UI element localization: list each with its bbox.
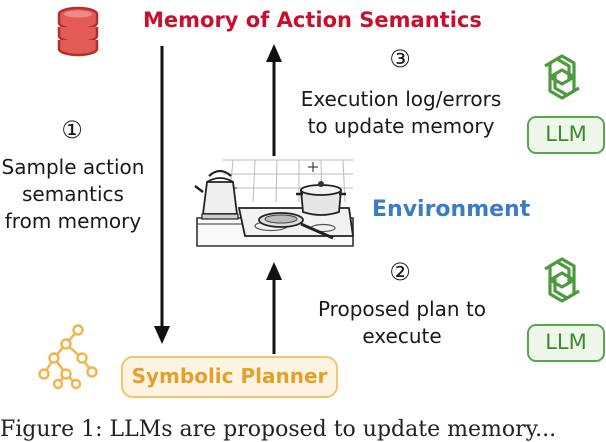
database-icon	[57, 6, 99, 57]
sample-arrow	[154, 46, 170, 344]
memory-title: Memory of Action Semantics	[143, 8, 482, 32]
environment-label: Environment	[372, 197, 531, 222]
tree-icon	[38, 324, 98, 390]
kitchen-stove-image	[194, 159, 355, 247]
step-3-text: Execution log/errors to update memory	[300, 87, 502, 138]
step-1-text: Sample action semantics from memory	[1, 155, 145, 233]
update-arrow	[266, 44, 282, 156]
step-2-text: Proposed plan to execute	[317, 297, 487, 348]
symbolic-planner-box: Symbolic Planner	[121, 356, 338, 398]
figure-caption: Figure 1: LLMs are proposed to update me…	[0, 417, 557, 442]
openai-logo-icon	[544, 257, 580, 303]
step-1-number: ①	[61, 116, 83, 144]
step-3-number: ③	[389, 45, 411, 73]
plan-arrow	[266, 262, 282, 354]
llm-badge-bottom: LLM	[527, 324, 605, 362]
diagram: Memory of Action Semantics ① Sample acti…	[0, 6, 605, 441]
step-2-number: ②	[389, 258, 411, 286]
openai-logo-icon	[544, 54, 580, 100]
llm-badge-top: LLM	[527, 116, 605, 154]
